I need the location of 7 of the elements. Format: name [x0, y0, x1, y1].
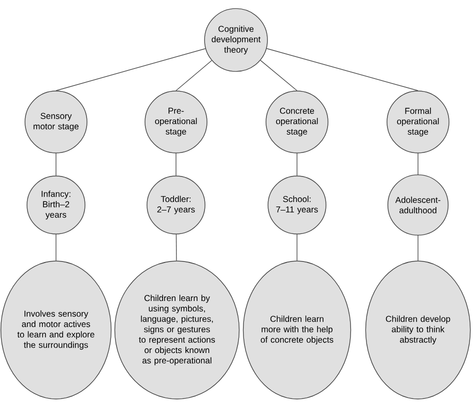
- connector-line: [56, 48, 206, 91]
- connector-line: [176, 60, 212, 91]
- connector-line: [266, 48, 418, 91]
- connector-line: [260, 60, 298, 91]
- connector-line: [296, 234, 298, 261]
- connector-line: [176, 234, 177, 261]
- connector-line: [296, 153, 298, 176]
